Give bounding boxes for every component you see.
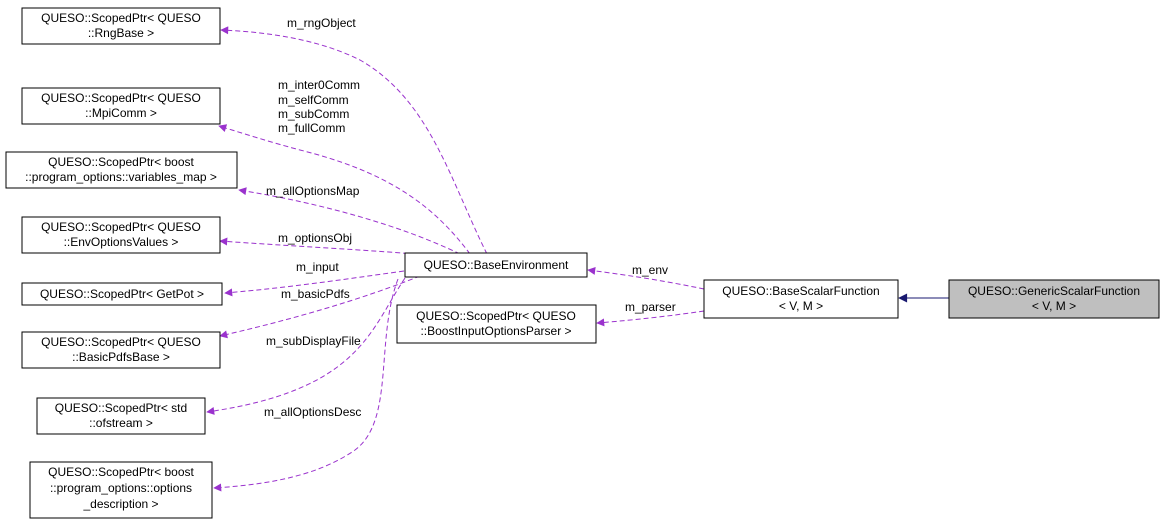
label-basic-pdfs: m_basicPdfs	[281, 287, 350, 301]
label-all-options-map: m_allOptionsMap	[266, 184, 360, 198]
edge-parser	[596, 310, 705, 327]
svg-text:QUESO::ScopedPtr< QUESO::MpiCo: QUESO::ScopedPtr< QUESO::MpiComm >	[41, 91, 201, 120]
node-variables-map[interactable]: QUESO::ScopedPtr< boost::program_options…	[5, 151, 238, 189]
node-base-environment[interactable]: QUESO::BaseEnvironment	[404, 252, 588, 278]
label-rng-object: m_rngObject	[287, 16, 356, 30]
svg-text:QUESO::ScopedPtr< QUESO::Boost: QUESO::ScopedPtr< QUESO::BoostInputOptio…	[416, 309, 576, 338]
edge-labels: m_rngObject m_inter0Comm m_selfComm m_su…	[264, 16, 676, 419]
svg-text:QUESO::ScopedPtr< QUESO::EnvOp: QUESO::ScopedPtr< QUESO::EnvOptionsValue…	[41, 220, 201, 249]
node-boost-input-options-parser[interactable]: QUESO::ScopedPtr< QUESO::BoostInputOptio…	[396, 304, 597, 344]
label-parser: m_parser	[625, 300, 676, 314]
node-basic-pdfs[interactable]: QUESO::ScopedPtr< QUESO::BasicPdfsBase >	[21, 331, 221, 369]
svg-text:QUESO::ScopedPtr< std::ofstrea: QUESO::ScopedPtr< std::ofstream >	[55, 401, 187, 430]
svg-text:QUESO::ScopedPtr< QUESO::Basic: QUESO::ScopedPtr< QUESO::BasicPdfsBase >	[41, 335, 201, 364]
label-sub-display-file: m_subDisplayFile	[266, 334, 361, 348]
edge-comm	[218, 124, 471, 255]
svg-text:QUESO::ScopedPtr< boost::progr: QUESO::ScopedPtr< boost::program_options…	[48, 465, 194, 511]
label-options-obj: m_optionsObj	[278, 231, 352, 245]
label-input: m_input	[296, 260, 339, 274]
edge-all-options-desc	[213, 278, 399, 492]
svg-text:QUESO::BaseScalarFunction< V,: QUESO::BaseScalarFunction< V, M >	[722, 284, 879, 313]
edge-basic-pdfs	[219, 275, 421, 339]
label-env: m_env	[632, 263, 668, 277]
edge-rng-object	[220, 26, 488, 255]
node-ofstream[interactable]: QUESO::ScopedPtr< std::ofstream >	[36, 397, 206, 435]
node-mpi[interactable]: QUESO::ScopedPtr< QUESO::MpiComm >	[21, 87, 221, 125]
svg-text:QUESO::ScopedPtr< GetPot >: QUESO::ScopedPtr< GetPot >	[40, 287, 204, 301]
node-env-options-values[interactable]: QUESO::ScopedPtr< QUESO::EnvOptionsValue…	[21, 216, 221, 254]
node-options-description[interactable]: QUESO::ScopedPtr< boost::program_options…	[29, 461, 213, 519]
node-base-scalar-function[interactable]: QUESO::BaseScalarFunction< V, M >	[703, 279, 899, 319]
svg-text:QUESO::GenericScalarFunction<: QUESO::GenericScalarFunction< V, M >	[968, 284, 1140, 313]
svg-text:QUESO::ScopedPtr< boost::progr: QUESO::ScopedPtr< boost::program_options…	[25, 155, 217, 184]
label-comm: m_inter0Comm m_selfComm m_subComm m_full…	[278, 78, 363, 135]
edge-env	[587, 266, 705, 290]
node-rng[interactable]: QUESO::ScopedPtr< QUESO::RngBase >	[21, 7, 221, 45]
node-getpot[interactable]: QUESO::ScopedPtr< GetPot >	[21, 282, 223, 306]
label-all-options-desc: m_allOptionsDesc	[264, 405, 361, 419]
svg-text:QUESO::BaseEnvironment: QUESO::BaseEnvironment	[424, 258, 569, 272]
edge-all-options-map	[238, 187, 461, 255]
svg-text:QUESO::ScopedPtr< QUESO::RngBa: QUESO::ScopedPtr< QUESO::RngBase >	[41, 11, 201, 40]
edge-input	[224, 270, 405, 297]
node-generic-scalar-function[interactable]: QUESO::GenericScalarFunction< V, M >	[948, 279, 1160, 319]
